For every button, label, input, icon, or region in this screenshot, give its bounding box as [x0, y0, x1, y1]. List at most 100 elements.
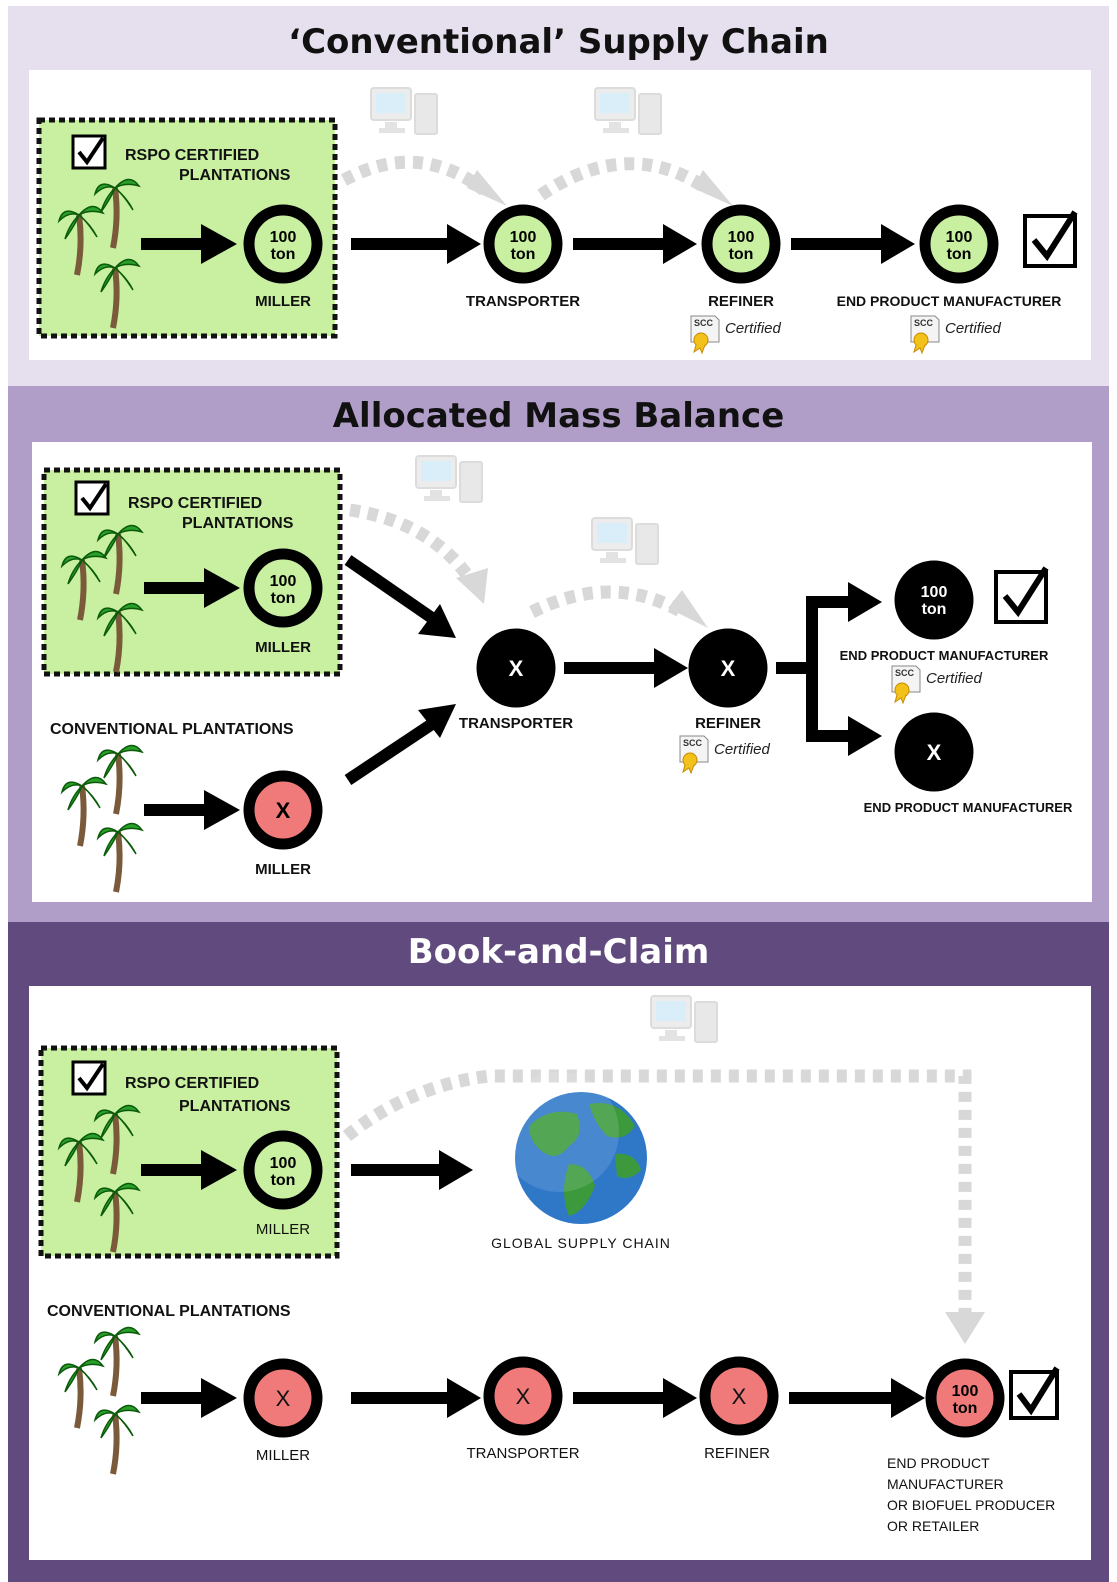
- globe-icon: [499, 1072, 647, 1224]
- node-miller-certified: 100 ton: [243, 548, 323, 628]
- palm-tree-icon: [96, 744, 144, 815]
- svg-text:X: X: [509, 656, 524, 681]
- computer-icon: [370, 87, 438, 135]
- node-label: REFINER: [708, 293, 774, 310]
- palm-tree-icon: [57, 205, 105, 276]
- palm-tree-icon: [57, 1358, 105, 1429]
- cert-label: Certified: [725, 320, 782, 337]
- palm-tree-icon: [60, 550, 108, 621]
- node-label: REFINER: [704, 1445, 770, 1462]
- node-label: END PRODUCT MANUFACTURER: [864, 800, 1073, 815]
- palm-tree-icon: [93, 1404, 141, 1475]
- node-label: MILLER: [256, 1447, 310, 1464]
- checkbox-checked-icon: [71, 134, 107, 170]
- node-label: END PRODUCT MANUFACTURER: [837, 293, 1062, 309]
- node-label: MILLER: [255, 639, 311, 656]
- node-label: TRANSPORTER: [466, 1445, 579, 1462]
- flow-arrow: [791, 224, 915, 264]
- node-miller-conventional: X: [243, 1358, 323, 1438]
- info-flow-arc: [340, 155, 488, 196]
- svg-text:ton: ton: [511, 246, 536, 263]
- node-transporter: X: [483, 1356, 563, 1436]
- flow-arrow: [144, 568, 240, 608]
- palm-tree-icon: [93, 178, 141, 249]
- flow-arrow: [351, 224, 481, 264]
- certified-label-line2: PLANTATIONS: [179, 167, 291, 184]
- section-title: ‘Conventional’ Supply Chain: [288, 22, 829, 62]
- certified-label-line1: RSPO CERTIFIED: [125, 1075, 259, 1092]
- palm-tree-icon: [93, 1182, 141, 1253]
- svg-text:X: X: [276, 1386, 291, 1411]
- svg-text:SCC: SCC: [914, 318, 934, 328]
- conventional-label: CONVENTIONAL PLANTATIONS: [47, 1303, 291, 1320]
- node-label-line3: OR BIOFUEL PRODUCER: [887, 1497, 1055, 1513]
- computer-icon: [415, 455, 483, 503]
- node-miller-conventional: X: [243, 770, 323, 850]
- conventional-label: CONVENTIONAL PLANTATIONS: [50, 721, 294, 738]
- node-label: TRANSPORTER: [459, 715, 573, 732]
- conventional-diagram: RSPO CERTIFIED PLANTATIONS 10: [36, 87, 1078, 355]
- svg-text:SCC: SCC: [683, 738, 703, 748]
- global-supply-chain-label: GLOBAL SUPPLY CHAIN: [491, 1235, 671, 1251]
- flow-arrow: [141, 224, 237, 264]
- flow-arrow: [789, 1378, 925, 1418]
- flow-arrow: [344, 704, 456, 785]
- flow-arrow: [351, 1150, 473, 1190]
- flow-arrow: [573, 1378, 697, 1418]
- svg-text:ton: ton: [271, 246, 296, 263]
- flow-arrow: [144, 790, 240, 830]
- node-label-line2: MANUFACTURER: [887, 1476, 1004, 1492]
- info-flow-arrowhead: [668, 590, 708, 628]
- svg-text:100: 100: [270, 1155, 297, 1172]
- info-flow-arc: [529, 585, 686, 618]
- svg-text:ton: ton: [729, 246, 754, 263]
- svg-text:ton: ton: [922, 601, 947, 618]
- node-end-product-certified: 100 ton: [894, 560, 974, 640]
- svg-text:100: 100: [270, 573, 297, 590]
- certified-label-line1: RSPO CERTIFIED: [125, 147, 259, 164]
- info-flow-arrowhead: [467, 170, 507, 206]
- section-title: Book-and-Claim: [407, 932, 710, 972]
- svg-text:100: 100: [728, 229, 755, 246]
- svg-text:SCC: SCC: [694, 318, 714, 328]
- flow-arrow: [564, 648, 688, 688]
- cert-label: Certified: [714, 741, 771, 758]
- section-conventional: ‘Conventional’ Supply Chain: [8, 6, 1109, 386]
- node-label: MILLER: [255, 293, 311, 310]
- node-label: REFINER: [695, 715, 761, 732]
- node-refiner: 100 ton: [701, 204, 781, 284]
- svg-text:100: 100: [510, 229, 537, 246]
- scc-certificate-icon: SCC: [891, 665, 921, 705]
- node-label-line1: END PRODUCT: [887, 1455, 990, 1471]
- node-transporter: 100 ton: [483, 204, 563, 284]
- svg-text:SCC: SCC: [895, 668, 915, 678]
- palm-tree-icon: [93, 258, 141, 329]
- node-label: MILLER: [255, 861, 311, 878]
- certified-label-line2: PLANTATIONS: [179, 1098, 291, 1115]
- flow-arrow: [573, 224, 697, 264]
- svg-text:ton: ton: [947, 246, 972, 263]
- svg-text:X: X: [927, 740, 942, 765]
- info-flow-arrowhead: [945, 1312, 985, 1344]
- scc-certificate-icon: SCC: [690, 315, 720, 355]
- info-flow-line: [342, 1069, 972, 1316]
- svg-text:X: X: [276, 798, 291, 823]
- svg-text:100: 100: [952, 1383, 979, 1400]
- palm-tree-icon: [96, 602, 144, 673]
- checkbox-checked-icon: [1009, 1366, 1060, 1420]
- svg-text:X: X: [732, 1384, 747, 1409]
- palm-tree-icon: [60, 776, 108, 847]
- computer-icon: [650, 995, 718, 1043]
- diagram-panel: RSPO CERTIFIED PLANTATIONS 10: [29, 70, 1091, 360]
- info-flow-arrowhead: [693, 170, 733, 206]
- node-miller-certified: 100 ton: [243, 1130, 323, 1210]
- node-end-product-manufacturer: 100 ton: [919, 204, 999, 284]
- node-end-product-conventional: X: [894, 712, 974, 792]
- computer-icon: [594, 87, 662, 135]
- palm-tree-icon: [96, 822, 144, 893]
- node-refiner: X: [699, 1356, 779, 1436]
- checkbox-checked-icon: [1023, 210, 1078, 268]
- scc-certificate-icon: SCC: [910, 315, 940, 355]
- node-refiner: X: [688, 628, 768, 708]
- svg-text:ton: ton: [271, 590, 296, 607]
